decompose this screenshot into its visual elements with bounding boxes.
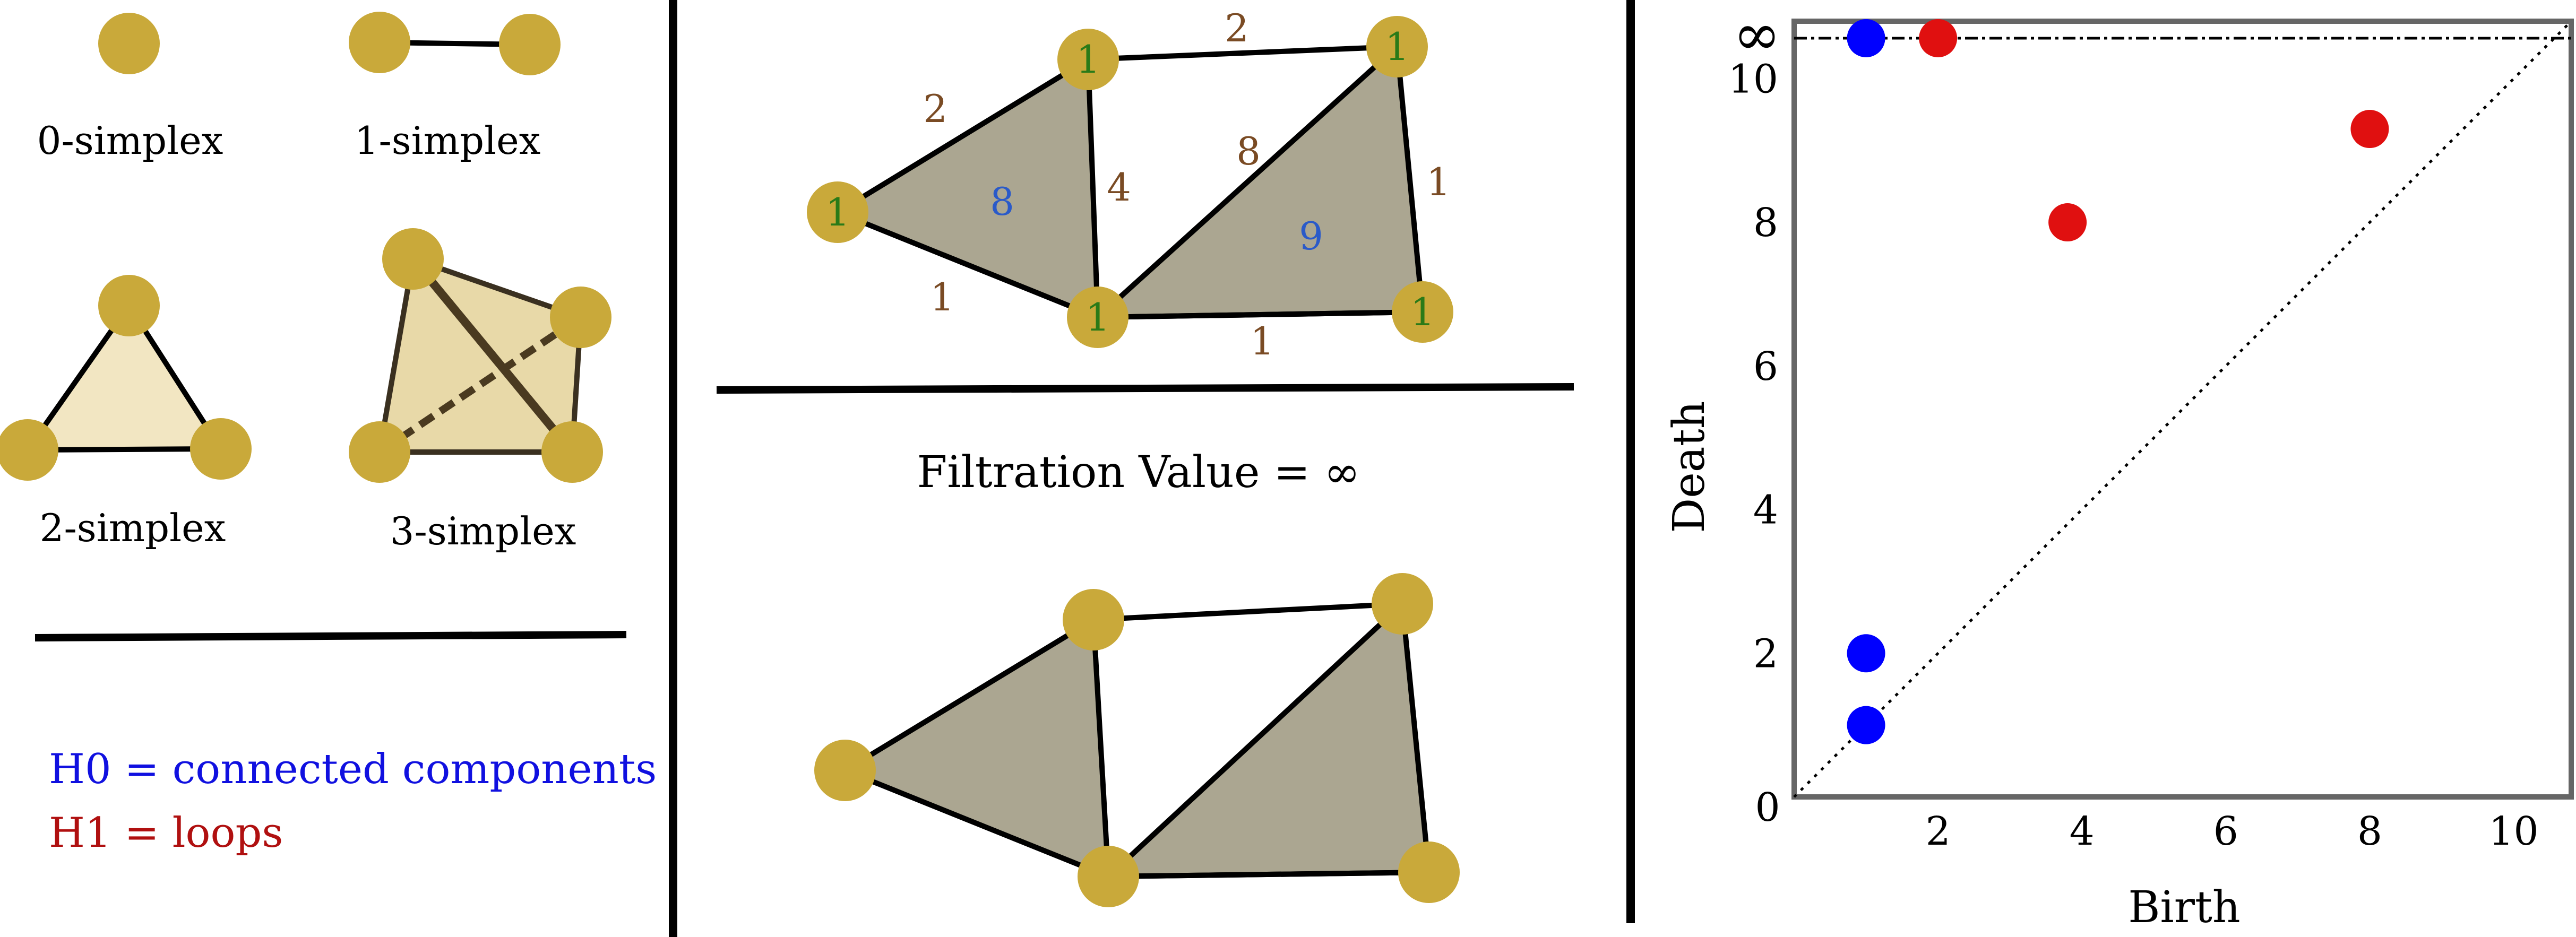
vertex <box>1067 287 1128 348</box>
edge-value: 4 <box>1107 165 1131 210</box>
vertex <box>0 419 58 481</box>
legend-h1: H1 = loops <box>49 809 283 857</box>
vertex-value: 1 <box>825 190 850 235</box>
plot-frame <box>1791 19 2574 800</box>
simplex-0 <box>98 13 160 74</box>
x-tick-label: 8 <box>2357 809 2382 854</box>
triangle-right <box>1101 598 1432 880</box>
h1-point <box>1919 19 1958 57</box>
simplex-1 <box>349 12 561 75</box>
edge-value: 2 <box>923 86 947 131</box>
vertex <box>1057 29 1119 90</box>
vertex <box>814 740 876 801</box>
divider-left-panel <box>35 631 627 641</box>
x-tick-label: 4 <box>2070 809 2095 854</box>
vertex-value: 1 <box>1385 24 1409 69</box>
vertex <box>190 418 252 480</box>
vertex <box>98 13 160 74</box>
vertex <box>1078 846 1139 907</box>
edge-value: 8 <box>1236 129 1261 173</box>
simplex-2 <box>0 275 252 481</box>
origin-tick-label: 0 <box>1755 785 1780 830</box>
y-tick-label: 8 <box>1753 200 1778 246</box>
triangle-value: 8 <box>990 179 1014 224</box>
persistence-points <box>1847 19 2389 744</box>
vertex <box>349 421 410 483</box>
edge-bottom <box>1108 870 1429 879</box>
vertex <box>807 181 868 243</box>
simplex-2-label: 2-simplex <box>40 506 226 550</box>
vertex <box>1063 589 1124 650</box>
triangle-value: 9 <box>1299 214 1323 258</box>
edge-top <box>1093 601 1403 622</box>
h1-point <box>2048 203 2087 242</box>
y-axis-label: Death <box>1664 401 1715 533</box>
vertex <box>499 14 561 75</box>
hidden-edge <box>377 314 583 455</box>
x-tick-label: 10 <box>2488 809 2538 854</box>
h1-point <box>2350 110 2389 149</box>
front-edge <box>409 256 576 455</box>
y-tick-label: 6 <box>1753 344 1778 389</box>
vertex <box>550 287 611 348</box>
simplex-3 <box>349 228 611 483</box>
vertex <box>1372 573 1433 635</box>
vertex <box>382 228 444 290</box>
vertex <box>98 275 160 336</box>
edge-bottom <box>1097 309 1423 320</box>
infinity-tick-label: ∞ <box>1733 2 1781 68</box>
vertex <box>541 421 603 483</box>
edge-value: 1 <box>1250 319 1274 363</box>
vertex <box>1366 16 1428 77</box>
complex-at-infinity <box>814 573 1460 907</box>
triangle-left <box>831 55 1101 322</box>
y-tick-label: 2 <box>1753 631 1778 676</box>
divider-middle-panel <box>716 383 1574 394</box>
edge-value: 1 <box>930 275 954 319</box>
simplex-3-label: 3-simplex <box>390 509 576 553</box>
legend-h0: H0 = connected components <box>49 745 657 793</box>
filtration-label: Filtration Value = ∞ <box>917 447 1360 498</box>
edge-value: 2 <box>1225 6 1249 50</box>
vertex-value: 1 <box>1085 295 1110 340</box>
vertex <box>349 12 410 73</box>
triangle-left <box>839 615 1112 881</box>
labeled-complex <box>807 16 1453 348</box>
y-tick-labels: 2 4 6 8 10 <box>1728 56 1778 676</box>
vertex-value: 1 <box>1076 37 1100 82</box>
h0-point <box>1847 706 1885 744</box>
triangle <box>22 301 226 453</box>
h0-point <box>1847 634 1885 673</box>
simplex-1-label: 1-simplex <box>355 118 541 163</box>
x-tick-label: 2 <box>1926 809 1951 854</box>
h0-point <box>1847 19 1885 57</box>
simplex-0-label: 0-simplex <box>37 118 223 163</box>
edge-top <box>1088 44 1398 62</box>
persistence-diagram: ∞ 0 2 4 6 8 10 2 4 6 8 10 Birth Death <box>1664 2 2574 933</box>
vertex <box>1392 281 1453 343</box>
y-tick-label: 10 <box>1728 56 1778 102</box>
triangle-right <box>1090 41 1426 320</box>
vertex-value: 1 <box>1410 290 1435 334</box>
y-tick-label: 4 <box>1753 488 1778 533</box>
x-axis-label: Birth <box>2128 882 2240 933</box>
x-tick-labels: 2 4 6 8 10 <box>1926 809 2539 854</box>
x-tick-label: 6 <box>2213 809 2238 854</box>
edge-value: 1 <box>1426 160 1451 204</box>
vertex <box>1398 841 1460 903</box>
diagonal-line <box>1793 20 2572 798</box>
